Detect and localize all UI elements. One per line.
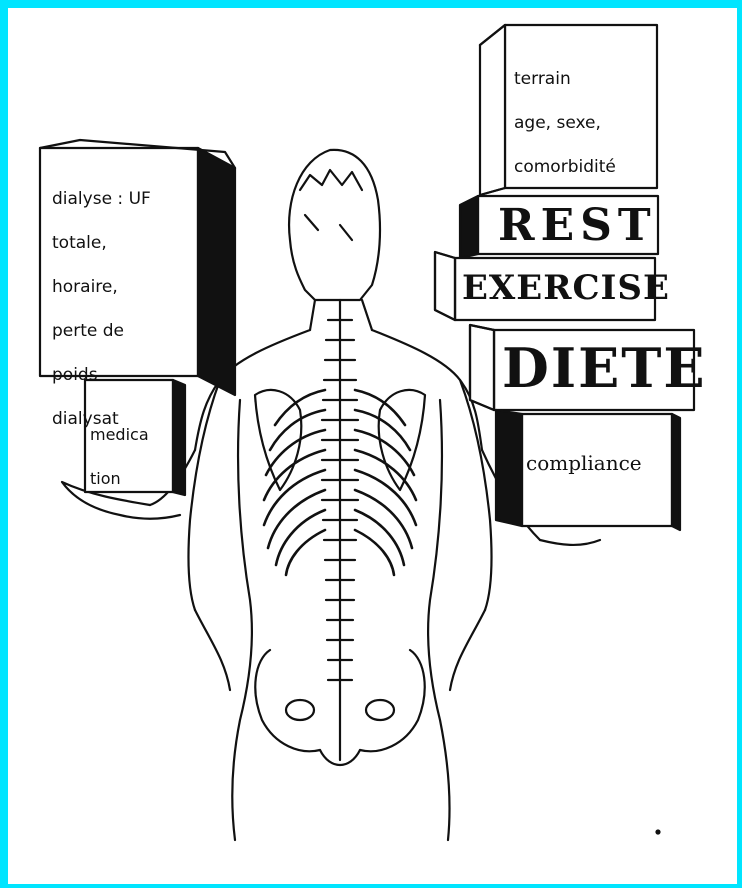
right-box-1-line-2: age, sexe,	[514, 112, 616, 134]
left-box-1-line-2: totale,	[52, 232, 151, 254]
left-box-1-line-4: perte de	[52, 320, 151, 342]
exercise-label: EXERCISE	[462, 268, 670, 308]
left-box-2-line-2: tion	[90, 468, 149, 490]
right-hand	[540, 540, 600, 545]
left-box-1-line-1: dialyse : UF	[52, 188, 151, 210]
left-box-2-text: medica tion	[90, 402, 149, 512]
compliance-label: compliance	[526, 452, 642, 474]
diete-label: DIETE	[502, 336, 707, 400]
right-box-1-text: terrain age, sexe, comorbidité	[514, 46, 616, 200]
right-box-1-line-3: comorbidité	[514, 156, 616, 178]
right-box-1-line-1: terrain	[514, 68, 616, 90]
head	[289, 150, 380, 300]
left-box-1-line-3: horaire,	[52, 276, 151, 298]
left-box-1-line-5: poids	[52, 364, 151, 386]
rest-label: REST	[498, 200, 657, 251]
left-box-2-line-1: medica	[90, 424, 149, 446]
spine	[322, 300, 358, 760]
